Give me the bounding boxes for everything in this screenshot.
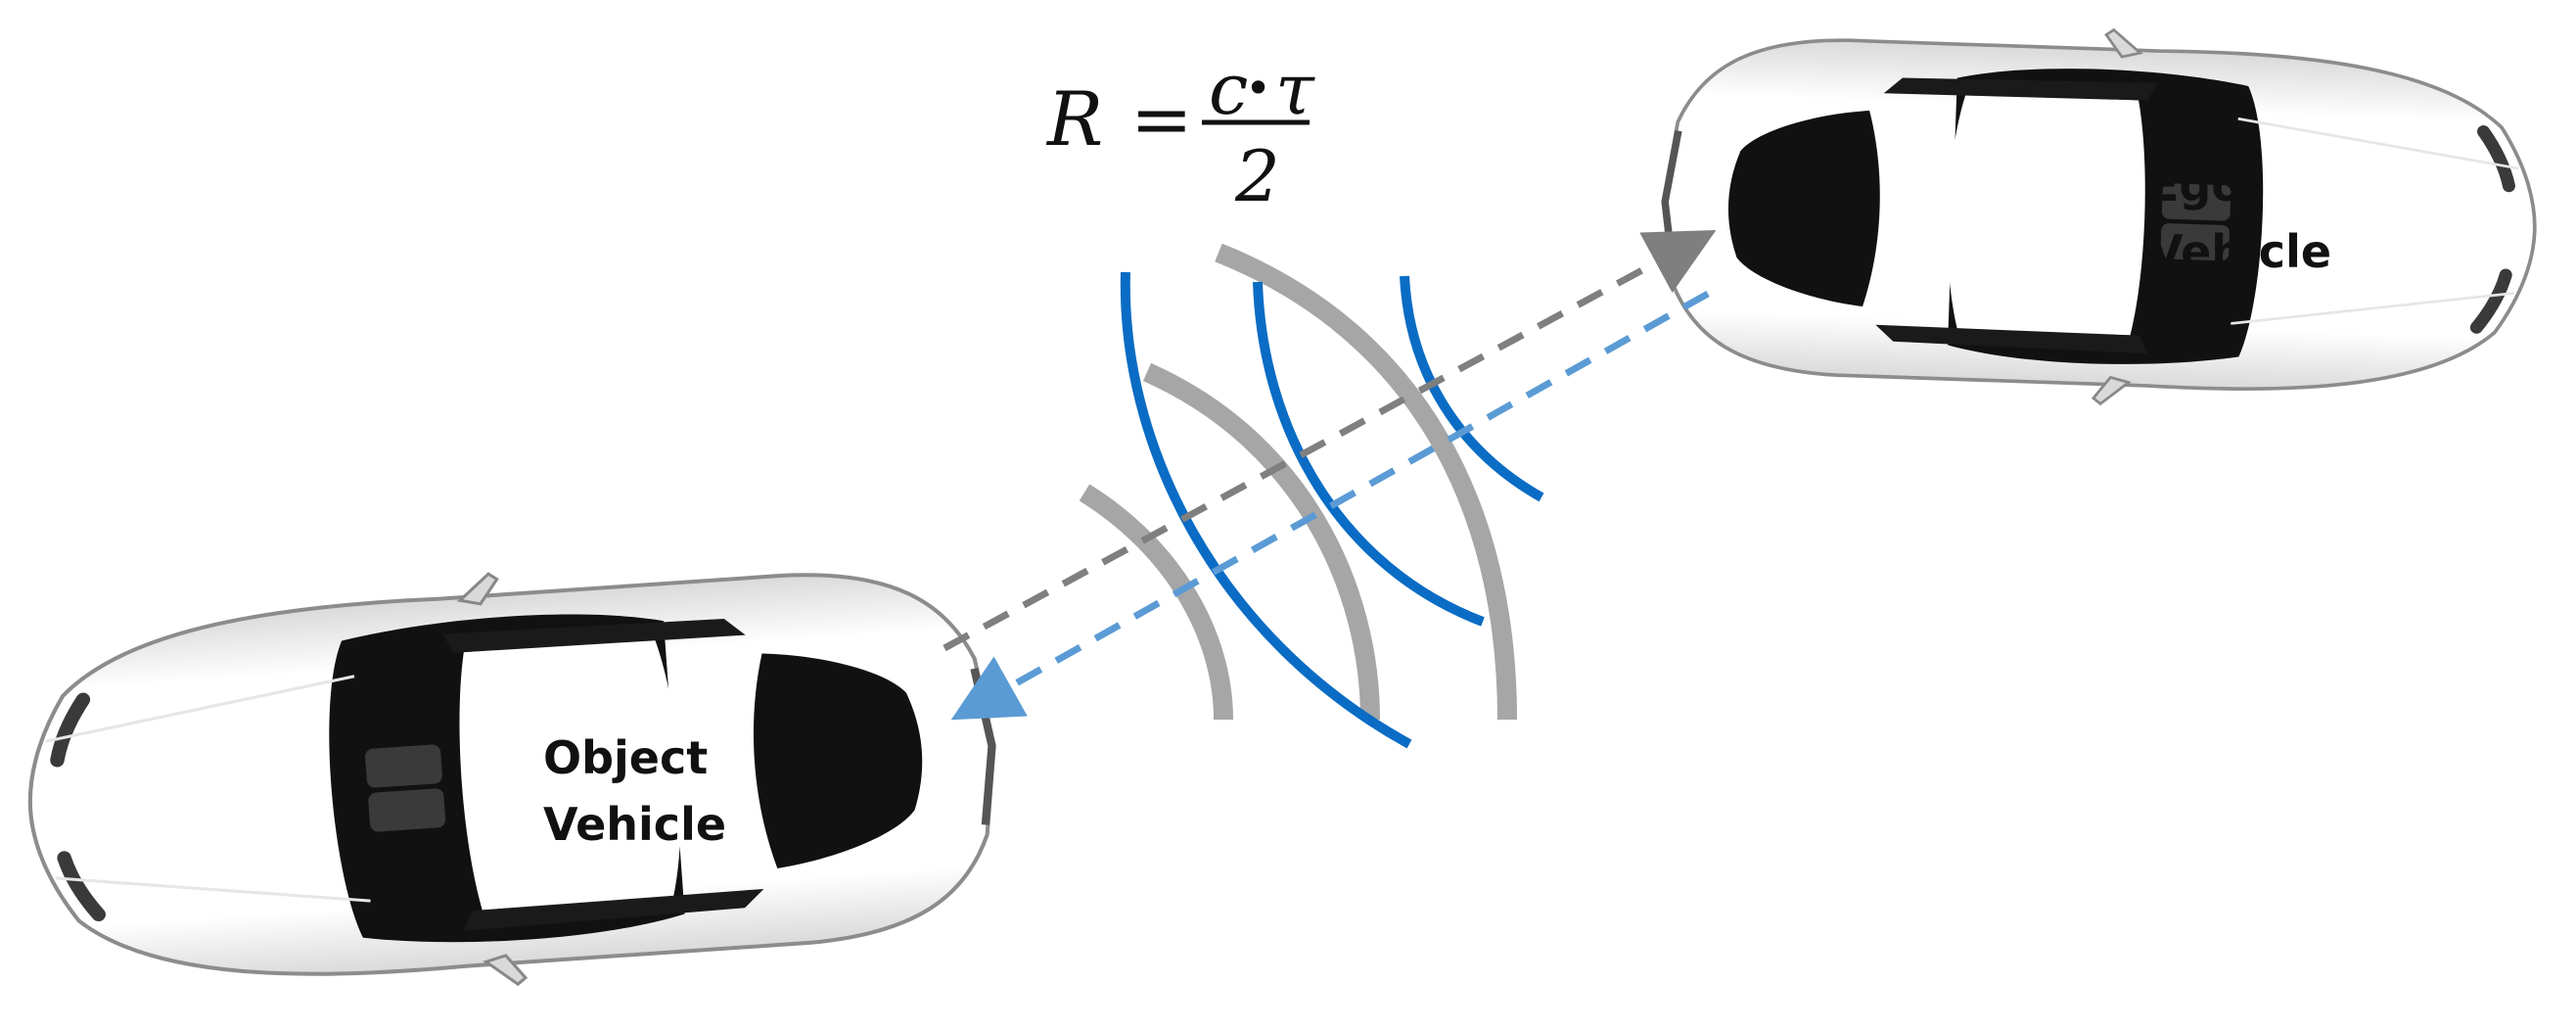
formula-time-delay: τ <box>1275 48 1315 130</box>
reflected-waves <box>1079 243 1517 721</box>
range-formula: R = c • τ 2 <box>1045 48 1315 217</box>
formula-multiply-dot: • <box>1245 62 1271 115</box>
transmitted-wave-arc <box>1120 271 1412 749</box>
transmitted-waves <box>1120 271 1544 749</box>
formula-range-symbol: R <box>1045 75 1103 163</box>
transmitted-wave-arc <box>1400 275 1544 502</box>
object-vehicle-label-line2: Vehicle <box>543 798 726 851</box>
return-path-arrow <box>950 290 1710 721</box>
reflected-wave-arc <box>1079 484 1233 721</box>
ego-vehicle-label-line1: Ego <box>2148 159 2242 211</box>
formula-denominator: 2 <box>1234 135 1280 217</box>
object-vehicle-car-icon <box>16 540 1009 1016</box>
reflected-wave-arc <box>1142 362 1380 721</box>
formula-equals-sign: = <box>1130 75 1193 163</box>
ego-vehicle: Ego Vehicle <box>1657 15 2542 418</box>
formula-speed-of-light: c <box>1209 48 1248 130</box>
transmitted-wave-arc <box>1253 281 1485 627</box>
object-vehicle: Object Vehicle <box>16 540 1009 1016</box>
transmit-path-arrow <box>943 229 1717 652</box>
ego-vehicle-car-icon <box>1657 15 2542 418</box>
object-vehicle-label-line1: Object <box>543 731 708 784</box>
reflected-wave-arc <box>1215 243 1517 721</box>
ego-vehicle-label-line2: Vehicle <box>2148 225 2331 278</box>
